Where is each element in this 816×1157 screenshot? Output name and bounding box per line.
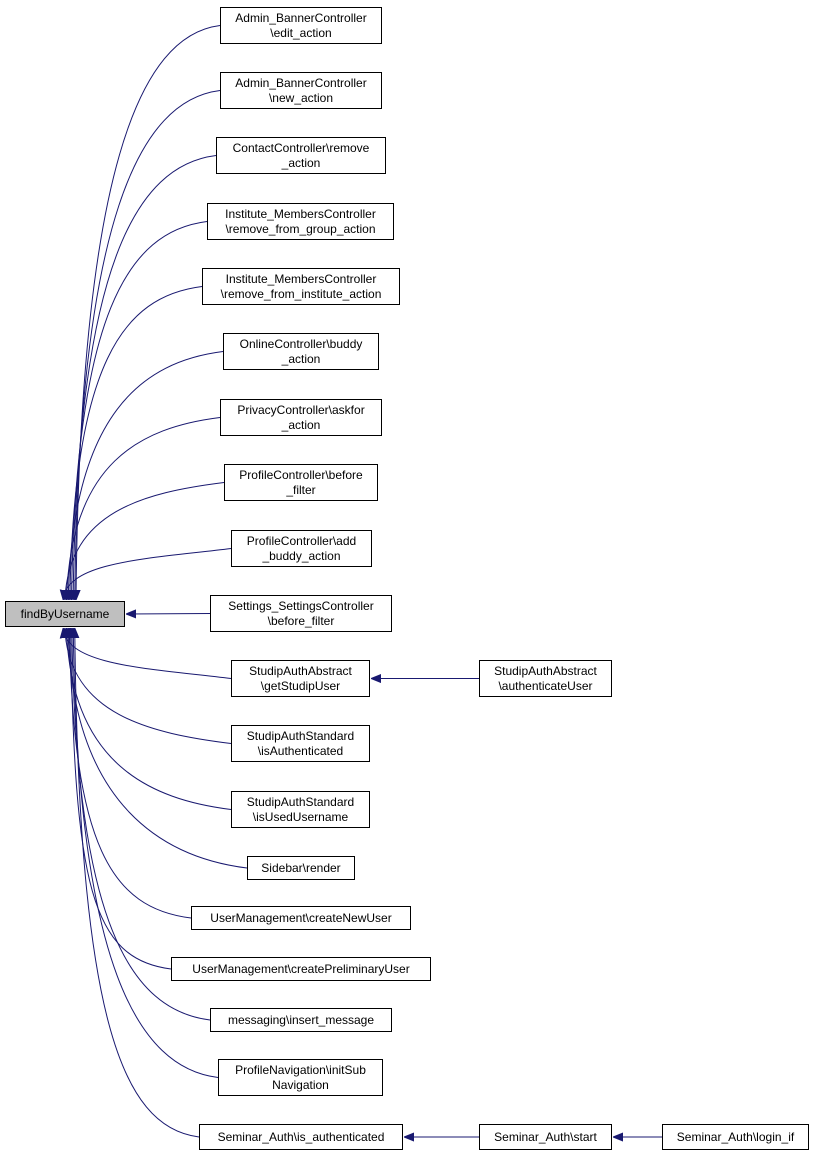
caller-node-s1[interactable]: StudipAuthAbstract \authenticateUser	[479, 660, 612, 697]
caller-node-n7[interactable]: PrivacyController\askfor _action	[220, 399, 382, 436]
caller-node-n13[interactable]: StudipAuthStandard \isUsedUsername	[231, 791, 370, 828]
caller-node-n10[interactable]: Settings_SettingsController \before_filt…	[210, 595, 392, 632]
edge-n6-to-root	[68, 351, 224, 600]
edge-n18-to-root	[73, 629, 219, 1078]
caller-node-s3[interactable]: Seminar_Auth\login_if	[662, 1124, 809, 1150]
edge-n8-to-root	[65, 482, 225, 600]
root-node-findbyusername[interactable]: findByUsername	[5, 601, 125, 627]
caller-node-s2[interactable]: Seminar_Auth\start	[479, 1124, 612, 1150]
caller-node-n16[interactable]: UserManagement\createPreliminaryUser	[171, 957, 431, 981]
caller-node-n11[interactable]: StudipAuthAbstract \getStudipUser	[231, 660, 370, 697]
edge-n17-to-root	[72, 629, 211, 1021]
edge-n9-to-root	[63, 548, 232, 600]
edge-n14-to-root	[68, 629, 248, 869]
caller-node-n4[interactable]: Institute_MembersController \remove_from…	[207, 203, 394, 240]
caller-node-n19[interactable]: Seminar_Auth\is_authenticated	[199, 1124, 403, 1150]
edge-n7-to-root	[67, 417, 221, 600]
edge-n10-to-root	[127, 614, 211, 615]
caller-node-n8[interactable]: ProfileController\before _filter	[224, 464, 378, 501]
caller-node-n15[interactable]: UserManagement\createNewUser	[191, 906, 411, 930]
caller-node-n12[interactable]: StudipAuthStandard \isAuthenticated	[231, 725, 370, 762]
caller-node-n9[interactable]: ProfileController\add _buddy_action	[231, 530, 372, 567]
edge-n1-to-root	[76, 25, 221, 600]
edge-n3-to-root	[73, 155, 217, 600]
edge-n19-to-root	[75, 629, 200, 1138]
edge-n2-to-root	[75, 90, 221, 600]
caller-node-n18[interactable]: ProfileNavigation\initSub Navigation	[218, 1059, 383, 1096]
caller-node-n14[interactable]: Sidebar\render	[247, 856, 355, 880]
edge-n4-to-root	[71, 221, 208, 600]
caller-node-n17[interactable]: messaging\insert_message	[210, 1008, 392, 1032]
edge-n16-to-root	[71, 629, 172, 970]
caller-node-n2[interactable]: Admin_BannerController \new_action	[220, 72, 382, 109]
edge-n5-to-root	[70, 286, 203, 600]
caller-node-n6[interactable]: OnlineController\buddy _action	[223, 333, 379, 370]
caller-node-n1[interactable]: Admin_BannerController \edit_action	[220, 7, 382, 44]
caller-node-n3[interactable]: ContactController\remove _action	[216, 137, 386, 174]
edge-n12-to-root	[65, 629, 232, 744]
caller-node-n5[interactable]: Institute_MembersController \remove_from…	[202, 268, 400, 305]
edge-n11-to-root	[63, 629, 232, 679]
